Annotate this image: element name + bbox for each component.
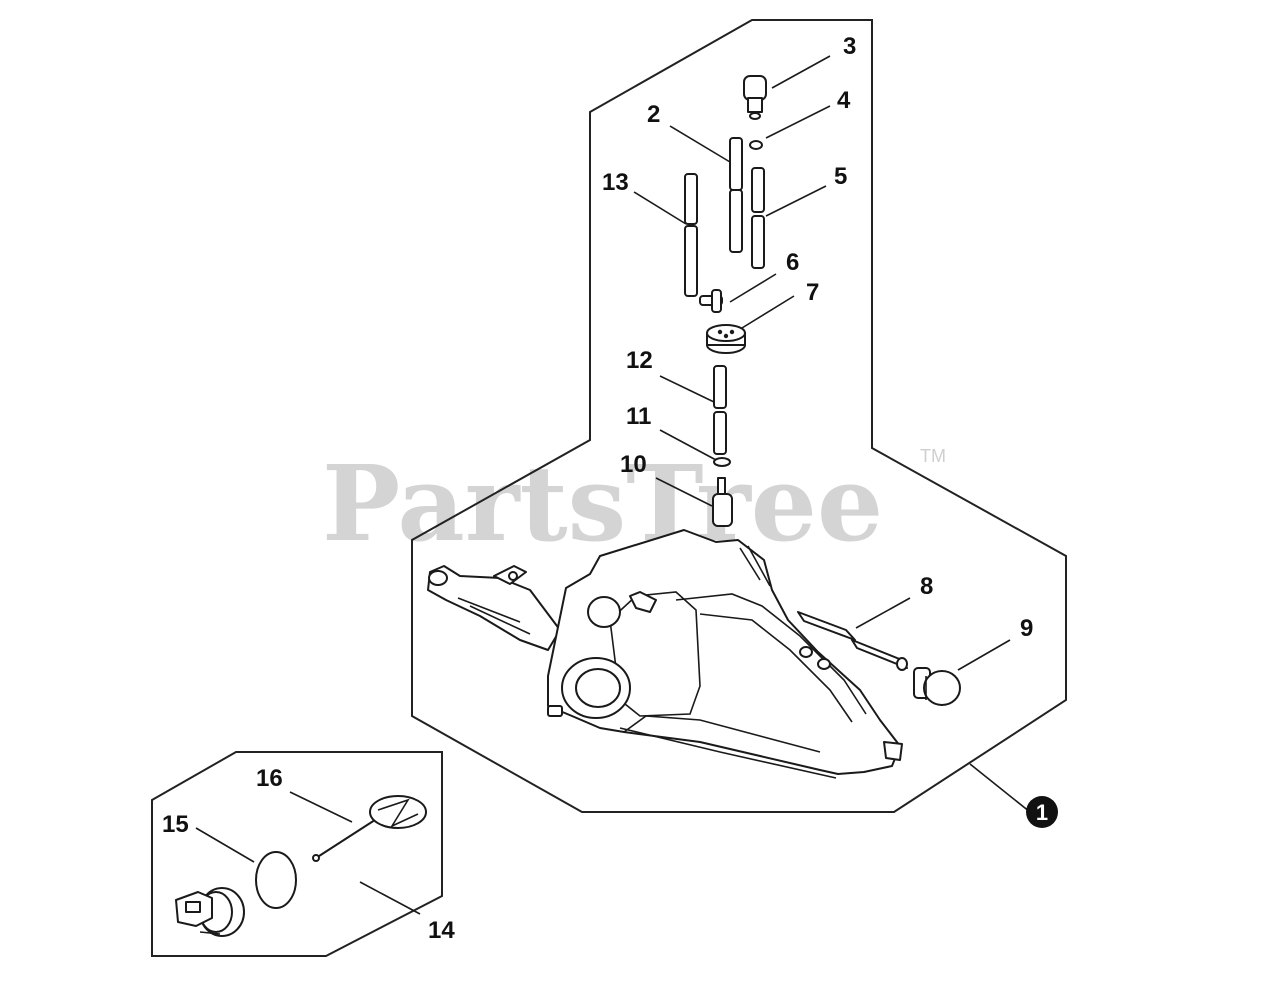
leader-12 (659, 375, 715, 403)
part-13-tube[interactable] (684, 173, 698, 297)
callout-16: 16 (256, 765, 283, 792)
leader-13 (633, 191, 687, 225)
callout-11: 11 (626, 403, 651, 430)
callout-7: 7 (806, 279, 819, 306)
part-10-filter[interactable] (712, 477, 733, 527)
leader-3 (771, 55, 831, 89)
leader-15 (195, 827, 255, 863)
part-8-hose[interactable] (797, 611, 908, 671)
part-16-strainer[interactable] (312, 795, 427, 862)
part-3-fitting[interactable] (743, 75, 767, 120)
callout-8: 8 (920, 573, 933, 600)
part-9-primer-bulb[interactable] (913, 667, 961, 706)
callout-1: 1 (1036, 800, 1048, 825)
leader-16 (289, 791, 353, 823)
callout-13: 13 (602, 169, 629, 196)
tank-cap-assembly-outline (151, 751, 443, 957)
callout-1-badge: 1 (1026, 796, 1058, 828)
part-12-tube[interactable] (713, 365, 727, 409)
part-5-tube[interactable] (751, 167, 765, 269)
callout-3: 3 (843, 33, 856, 60)
callout-2: 2 (647, 101, 660, 128)
main-assembly-outline (411, 19, 1067, 813)
part-6-connector[interactable] (699, 289, 723, 313)
leader-11 (659, 429, 717, 461)
watermark-text: PartsTree (322, 442, 883, 565)
callout-12: 12 (626, 347, 653, 374)
leader-4 (765, 105, 831, 139)
leader-1 (969, 763, 1031, 813)
leader-6 (729, 273, 777, 303)
part-11-ring[interactable] (713, 457, 731, 467)
leader-7 (741, 295, 795, 329)
part-1-tank-housing[interactable] (427, 529, 903, 779)
callout-5: 5 (834, 163, 847, 190)
leader-10 (655, 477, 713, 507)
callout-4: 4 (837, 87, 851, 114)
watermark-trademark: TM (920, 446, 946, 466)
callout-10: 10 (620, 451, 647, 478)
callout-9: 9 (1020, 615, 1033, 642)
leader-2 (669, 125, 731, 163)
part-15-gasket[interactable] (255, 851, 297, 909)
leader-5 (765, 185, 827, 217)
callout-14: 14 (428, 917, 455, 944)
part-4-ring[interactable] (749, 140, 763, 150)
leader-14 (359, 881, 421, 915)
leader-9 (957, 639, 1011, 671)
part-7-grommet[interactable] (706, 324, 746, 354)
part-2-tube[interactable] (729, 137, 743, 253)
leader-8 (855, 597, 911, 629)
callout-6: 6 (786, 249, 799, 276)
callout-15: 15 (162, 811, 189, 838)
part-14-tank-cap[interactable] (175, 887, 245, 937)
part-11-tube[interactable] (713, 411, 727, 455)
